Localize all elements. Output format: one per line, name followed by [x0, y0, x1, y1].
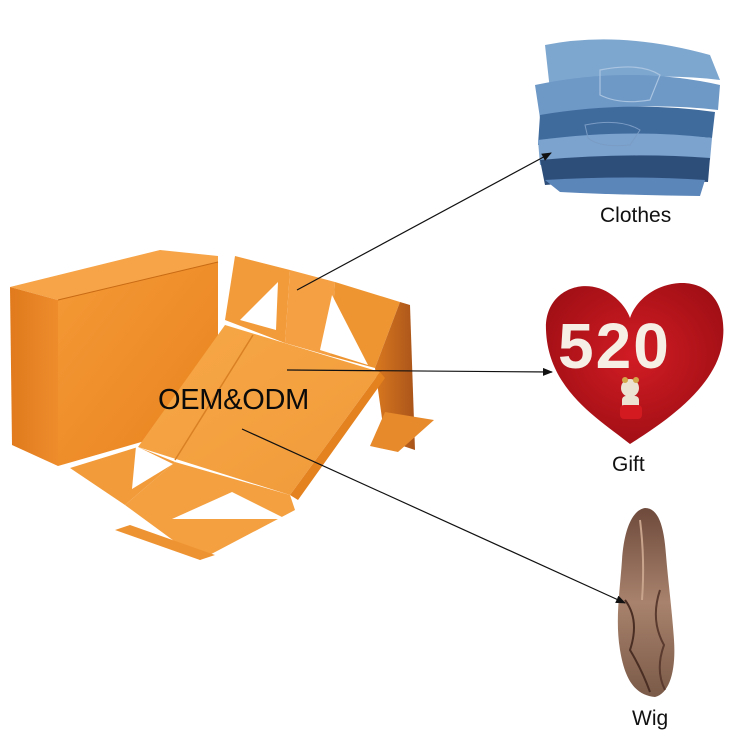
open-box-panel	[138, 325, 385, 500]
teddy-bear	[620, 377, 642, 419]
gift-box-illustration	[10, 250, 434, 560]
wig-label: Wig	[632, 707, 669, 730]
arrow-to-wig	[241, 428, 626, 604]
heart-520-text: 520	[558, 310, 671, 382]
arrow-to-clothes	[296, 152, 552, 291]
back-flaps	[225, 256, 434, 452]
gift-image: 520	[545, 282, 724, 444]
arrow-to-gift	[286, 367, 553, 376]
clothes-label: Clothes	[600, 204, 672, 227]
gift-label: Gift	[612, 453, 645, 476]
bottom-flaps	[70, 446, 295, 560]
clothes-image	[535, 39, 720, 196]
wig-image	[617, 508, 675, 697]
connector-arrows	[241, 152, 626, 604]
center-product-label: OEM&ODM	[158, 384, 309, 416]
gift-number-text: 520	[558, 310, 671, 382]
